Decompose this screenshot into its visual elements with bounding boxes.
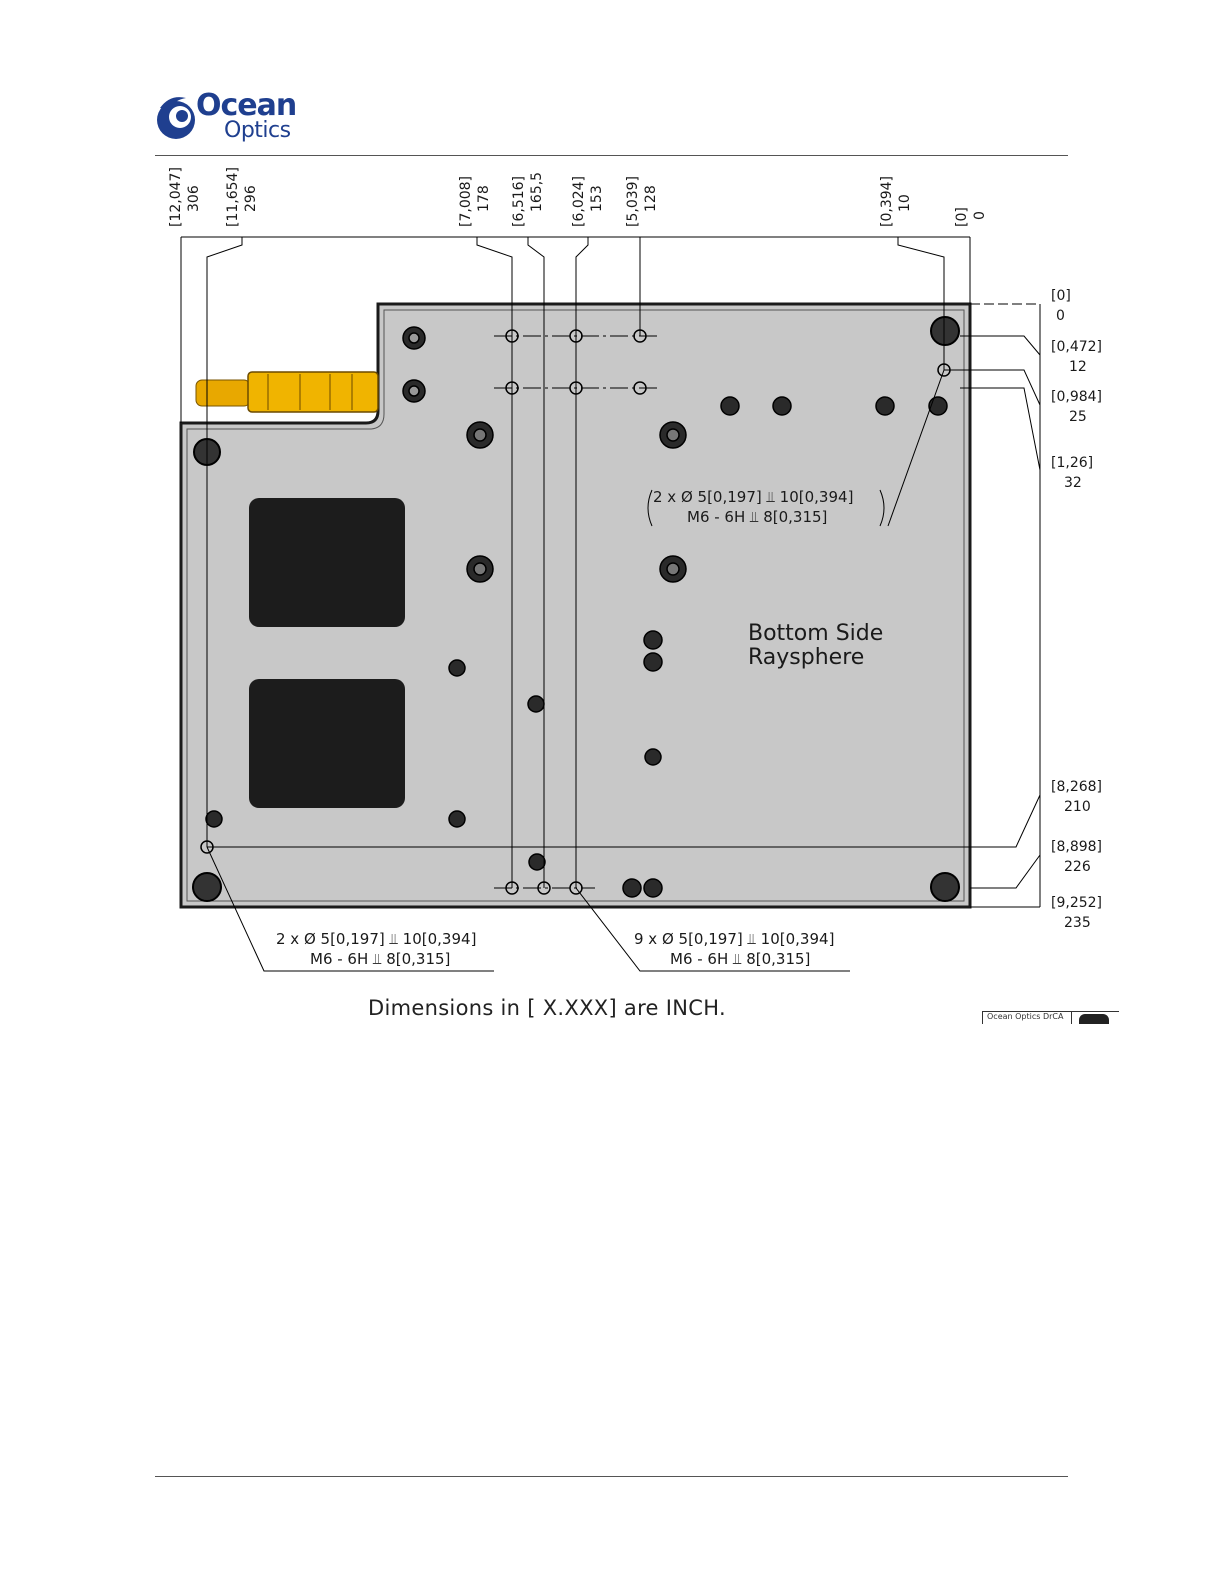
pad-upper [249,498,405,627]
foot-bottom-left [192,872,222,902]
title-block: Ocean Optics DrCA [982,1011,1119,1024]
pad-lower [249,679,405,808]
footer-rule [155,1476,1068,1477]
ocean-optics-logo: Ocean Optics [156,88,316,148]
dim-right-6-mm: 226 [1064,859,1091,875]
logo-word-optics: Optics [224,118,291,143]
dim-top-7-inch: [0,394] [879,176,895,227]
dim-right-5-mm: 210 [1064,799,1091,815]
dim-right-7-inch: [9,252] [1051,895,1102,911]
callout-lower-left-line1: 2 x Ø 5[0,197] ⫫ 10[0,394] [276,930,476,948]
dim-right-5-inch: [8,268] [1051,779,1102,795]
dim-top-3-mm: 178 [476,185,492,212]
dim-top-5-inch: [6,024] [571,176,587,227]
dim-top-1-inch: [12,047] [168,167,184,227]
dim-top-8-inch: [0] [954,207,970,227]
dim-top-1-mm: 306 [186,185,202,212]
dim-top-4-mm: 165,5 [529,172,545,212]
callout-lower-right-line2: M6 - 6H ⫫ 8[0,315] [670,950,810,968]
dim-right-4-mm: 32 [1064,475,1082,491]
callout-lower-left-line2: M6 - 6H ⫫ 8[0,315] [310,950,450,968]
dim-right-7-mm: 235 [1064,915,1091,931]
ocean-optics-swirl-icon [157,97,195,139]
dim-top-6-mm: 128 [643,185,659,212]
dim-top-4-inch: [6,516] [511,176,527,227]
dim-right-4-inch: [1,26] [1051,455,1093,471]
dim-right-6-inch: [8,898] [1051,839,1102,855]
dim-top-7-mm: 10 [897,194,913,212]
dim-top-2-mm: 296 [243,185,259,212]
dim-right-1-mm: 0 [1056,308,1065,324]
dim-right-3-inch: [0,984] [1051,389,1102,405]
dim-top-6-inch: [5,039] [625,176,641,227]
callout-upper-line2: M6 - 6H ⫫ 8[0,315] [687,508,827,526]
callout-lower-right-line1: 9 x Ø 5[0,197] ⫫ 10[0,394] [634,930,834,948]
dim-right-3-mm: 25 [1069,409,1087,425]
connector-icon [195,371,379,413]
units-caption: Dimensions in [ X.XXX] are INCH. [368,996,726,1020]
dim-right-2-inch: [0,472] [1051,339,1102,355]
dim-top-5-mm: 153 [589,185,605,212]
header-rule [155,155,1068,156]
title-block-logo-icon [1079,1014,1109,1024]
callout-upper-line1: 2 x Ø 5[0,197] ⫫ 10[0,394] [653,488,853,506]
dim-top-2-inch: [11,654] [225,167,241,227]
dim-top-8-mm: 0 [972,211,988,220]
title-block-divider [1071,1012,1072,1024]
dim-right-1-inch: [0] [1051,288,1071,304]
title-block-text: Ocean Optics DrCA [987,1012,1064,1021]
view-label-line1: Bottom Side [748,621,883,646]
foot-top-right [930,316,960,346]
foot-bottom-right [930,872,960,902]
logo-word-ocean: Ocean [196,88,297,123]
view-label-line2: Raysphere [748,645,864,670]
dim-right-2-mm: 12 [1069,359,1087,375]
dim-top-3-inch: [7,008] [458,176,474,227]
